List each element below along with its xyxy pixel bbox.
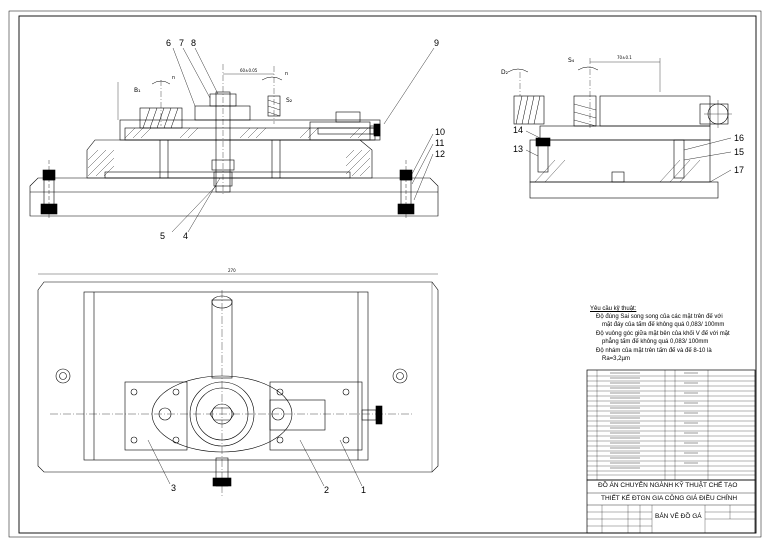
callout-17: 17 [734, 165, 745, 175]
callout-6: 6 [166, 38, 172, 48]
symbol-s2: S₂ [286, 97, 293, 104]
dimension-top: 60±0.05 [240, 68, 258, 73]
callout-8: 8 [191, 38, 197, 48]
requirement-line-3: Độ vuông góc giữa mặt bên của khối V đế … [596, 331, 730, 337]
callout-13: 13 [513, 144, 524, 154]
requirement-line-2: mặt đáy của tấm đế không quá 0,083/ 100m… [602, 322, 725, 328]
callout-4: 4 [183, 231, 189, 241]
title-line-1: ĐỒ ÁN CHUYÊN NGÀNH KỸ THUẬT CHẾ TẠO [598, 482, 738, 489]
callout-7: 7 [179, 38, 185, 48]
drawing-name: BẢN VẼ ĐỒ GÁ [655, 513, 702, 520]
callout-1: 1 [361, 485, 367, 495]
section-view [29, 47, 439, 233]
callout-11: 11 [435, 138, 445, 148]
callout-9: 9 [434, 38, 440, 48]
side-view [507, 58, 732, 199]
symbol-n-left: n [172, 75, 176, 81]
outer-frame [8, 10, 762, 538]
symbol-b1: B₁ [134, 87, 141, 94]
symbol-d2: D₂ [501, 69, 509, 76]
symbol-n-right: n [285, 71, 289, 77]
requirement-line-5: Độ nhám của mặt trên tấm đế và đế 8-10 l… [596, 348, 712, 354]
plan-view [37, 273, 439, 496]
requirement-line-6: Ra=3,2µm [602, 356, 630, 362]
inner-frame [18, 15, 757, 534]
requirements-title: Yêu cầu kỹ thuật: [590, 306, 637, 312]
parts-list-and-title-block [586, 369, 756, 534]
callout-14: 14 [513, 125, 524, 135]
callout-15: 15 [734, 147, 745, 157]
symbol-s4: S₄ [568, 57, 575, 64]
requirement-line-1: Độ đúng Sai song song của các mặt trên đ… [596, 314, 723, 320]
callout-10: 10 [435, 127, 446, 137]
callout-16: 16 [734, 133, 745, 143]
callout-2: 2 [324, 485, 330, 495]
callout-12: 12 [435, 149, 446, 159]
callout-3: 3 [171, 483, 177, 493]
requirement-line-4: phẳng tấm đế không quá 0,083/ 100mm [602, 339, 709, 345]
dimension-plan: 270 [228, 268, 236, 273]
title-line-2: THIẾT KẾ ĐTGN GIA CÔNG GIÁ ĐIỀU CHỈNH [601, 495, 738, 502]
dimension-side: 70±0.1 [617, 55, 632, 60]
callout-5: 5 [160, 231, 166, 241]
